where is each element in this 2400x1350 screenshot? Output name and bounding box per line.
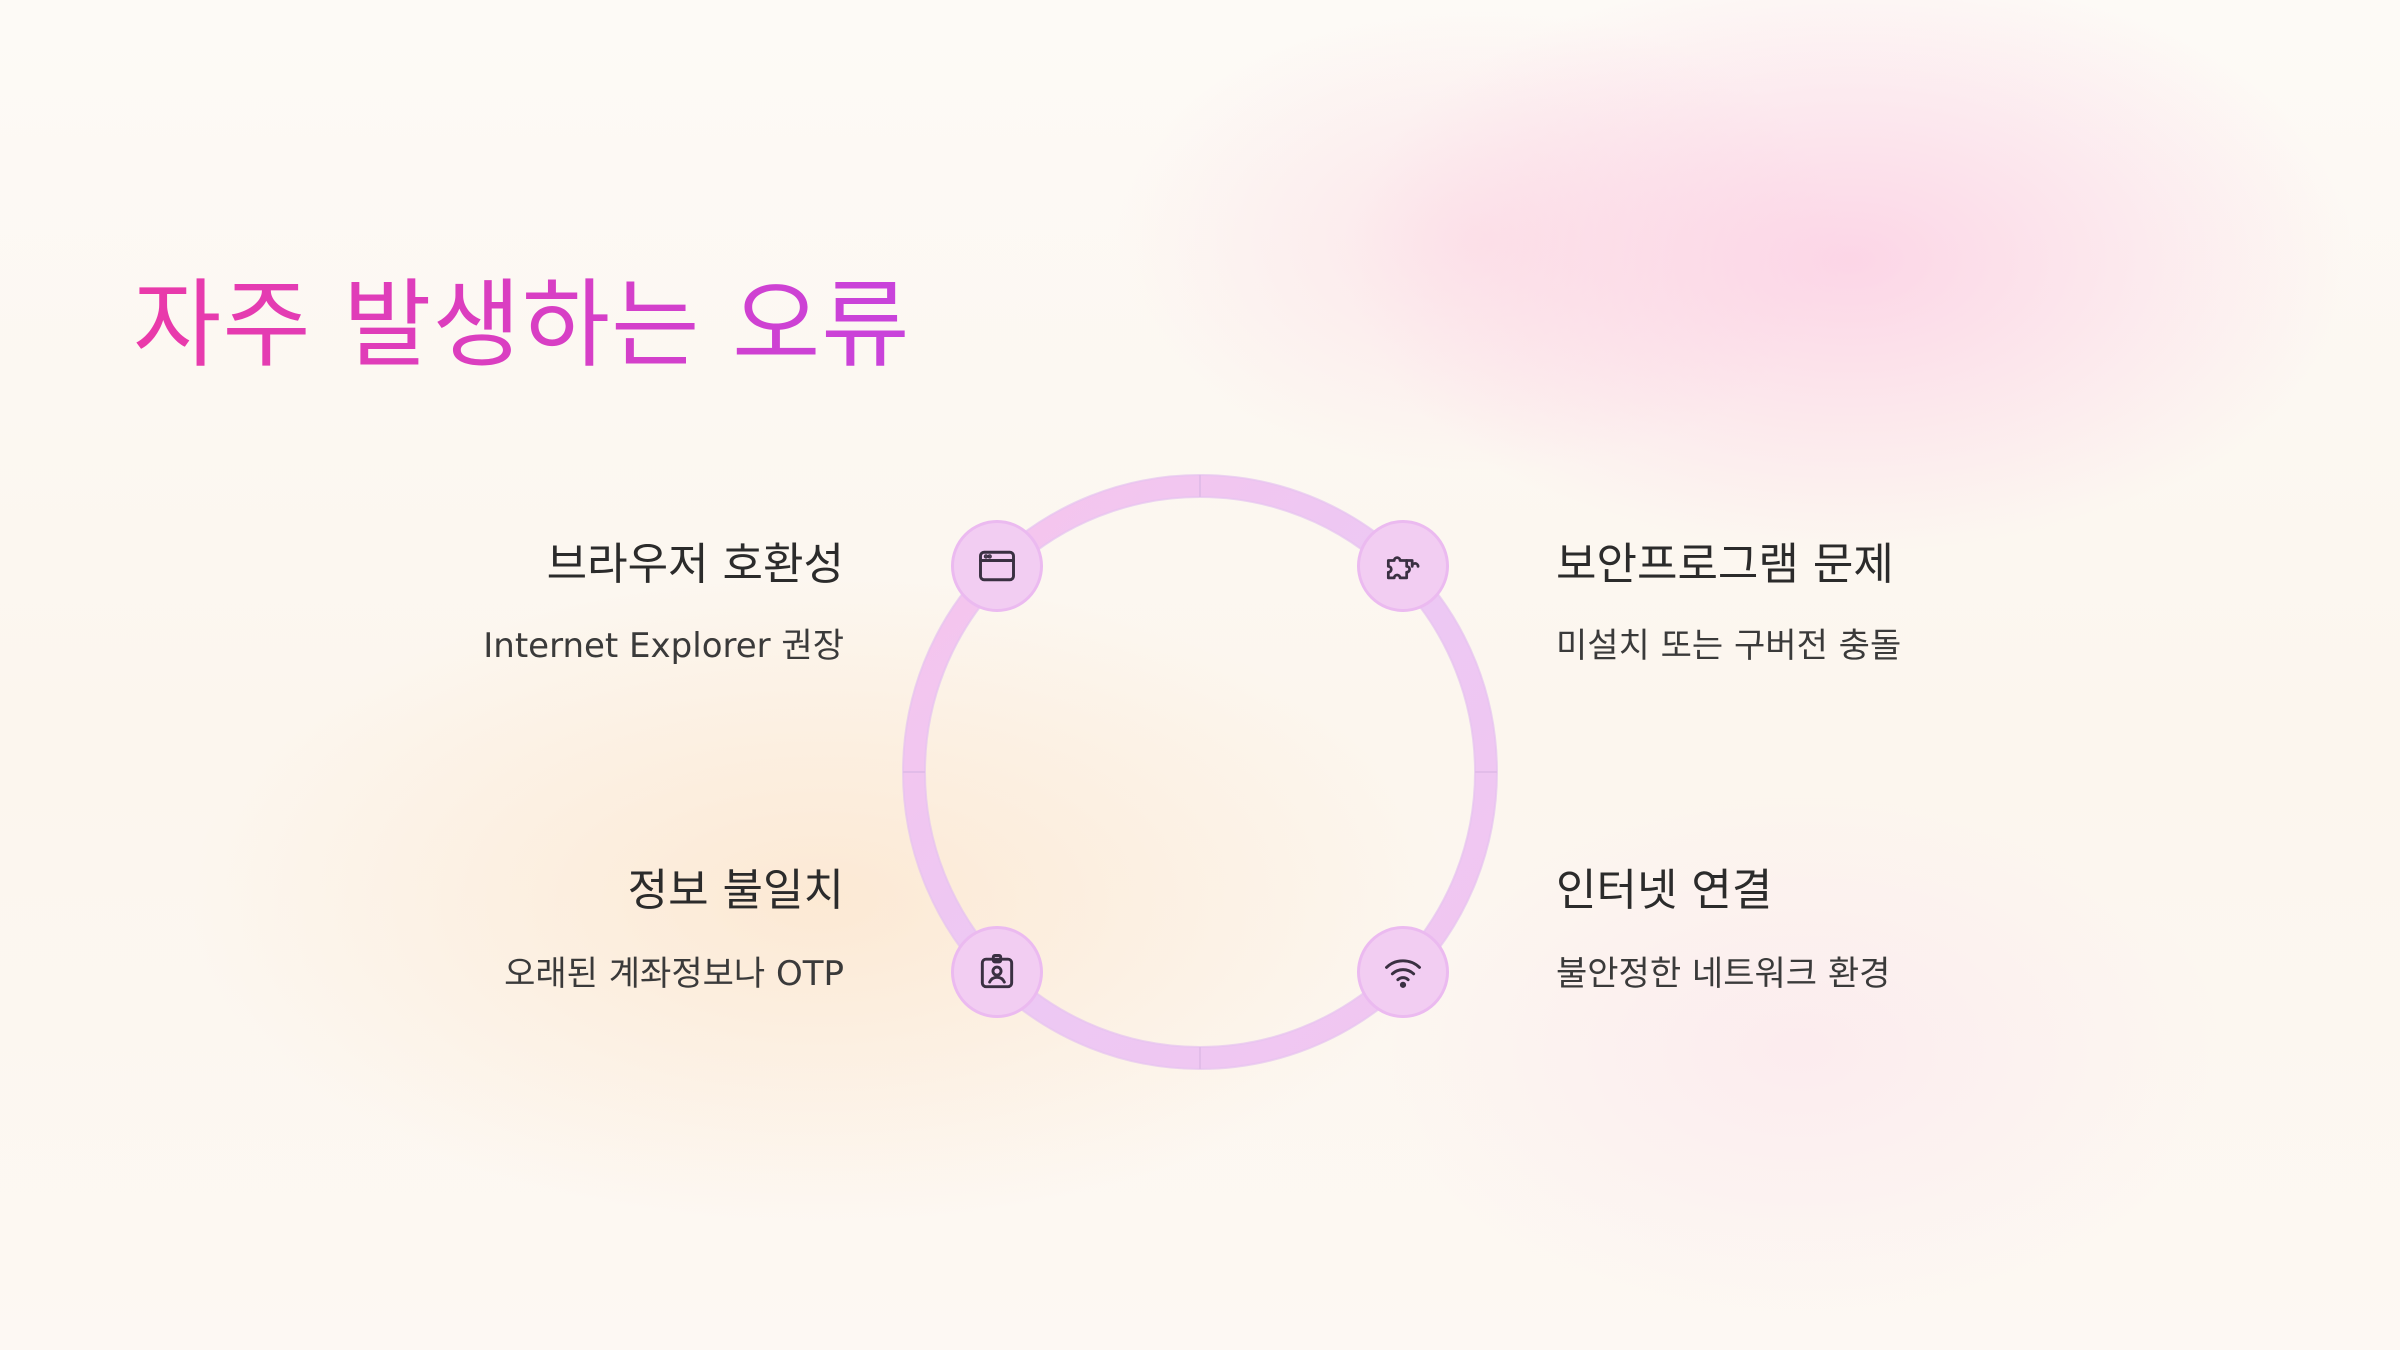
node-browser [951,520,1043,612]
browser-window-icon [979,550,1015,582]
item-title-info: 정보 불일치 [627,865,844,916]
node-info [951,926,1043,1018]
item-title-security: 보안프로그램 문제 [1556,539,1894,590]
item-subtitle-browser: Internet Explorer 권장 [483,626,844,666]
item-subtitle-security: 미설치 또는 구버전 충돌 [1556,626,1902,666]
wifi-icon [1385,959,1421,988]
id-badge-icon [980,954,1014,989]
item-title-internet: 인터넷 연결 [1556,865,1773,916]
item-subtitle-info: 오래된 계좌정보나 OTP [504,954,844,994]
node-internet [1357,926,1449,1018]
page-title: 자주 발생하는 오류 [133,268,911,383]
item-title-browser: 브라우저 호환성 [546,539,844,590]
puzzle-icon [1386,556,1420,580]
node-security [1357,520,1449,612]
item-subtitle-internet: 불안정한 네트워크 환경 [1556,954,1891,994]
